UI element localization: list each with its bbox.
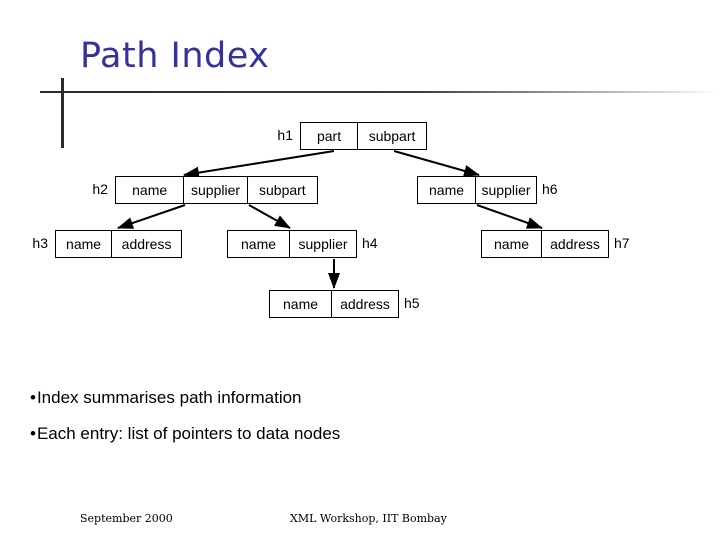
tree-node-label-h7: h7 [614, 235, 630, 251]
tree-node-cell: address [111, 231, 181, 257]
tree-edge-h6-to-h7 [476, 204, 543, 229]
tree-node-cell: part [316, 128, 342, 144]
tree-node-cell: name [241, 236, 277, 252]
bullet-text: Index summarises path information [36, 388, 302, 407]
tree-node-cell: name [132, 182, 168, 198]
tree-node-label-h3: h3 [32, 235, 48, 251]
tree-node-cell: name [283, 296, 319, 312]
tree-node-h1[interactable]: part subpart [300, 122, 427, 150]
tree-node-h5[interactable]: name address [269, 290, 399, 318]
list-item: •Each entry: list of pointers to data no… [30, 424, 680, 444]
path-index-tree-edges [117, 150, 543, 289]
tree-edge-h1-to-h6 [393, 150, 480, 177]
list-item: •Index summarises path information [30, 388, 680, 408]
tree-node-cell: supplier [289, 231, 356, 257]
title-divider-tick [61, 78, 64, 148]
tree-node-h7[interactable]: name address [481, 230, 609, 258]
tree-node-label-h4: h4 [362, 235, 378, 251]
page-title: Path Index [80, 36, 270, 76]
footer-date: September 2000 [80, 512, 173, 525]
footer-event: XML Workshop, IIT Bombay [290, 512, 447, 525]
bullet-text: Each entry: list of pointers to data nod… [36, 424, 341, 443]
tree-node-h3[interactable]: name address [55, 230, 182, 258]
bullet-marker-icon: • [30, 424, 36, 443]
tree-edge-h2-to-h4 [248, 204, 291, 229]
tree-node-cell: supplier [183, 177, 246, 203]
tree-node-label-h2: h2 [92, 181, 108, 197]
tree-node-h6[interactable]: name supplier [417, 176, 537, 204]
tree-node-cell: subpart [357, 123, 426, 149]
slide-footer: September 2000 XML Workshop, IIT Bombay [0, 512, 720, 532]
tree-node-label-h6: h6 [542, 181, 558, 197]
tree-node-label-h5: h5 [404, 295, 420, 311]
tree-edge-h1-to-h2 [183, 150, 335, 179]
tree-node-cell: supplier [475, 177, 536, 203]
tree-node-cell: address [541, 231, 608, 257]
bullet-list: •Index summarises path information •Each… [30, 388, 680, 460]
tree-node-cell: name [494, 236, 530, 252]
tree-node-label-h1: h1 [277, 127, 293, 143]
tree-node-cell: address [331, 291, 398, 317]
tree-node-cell: name [66, 236, 102, 252]
tree-node-cell: subpart [246, 177, 317, 203]
tree-edge-h2-to-h3 [117, 204, 186, 229]
title-divider-rule [40, 91, 720, 93]
bullet-marker-icon: • [30, 388, 36, 407]
tree-node-cell: name [429, 182, 465, 198]
tree-node-h4[interactable]: name supplier [227, 230, 357, 258]
